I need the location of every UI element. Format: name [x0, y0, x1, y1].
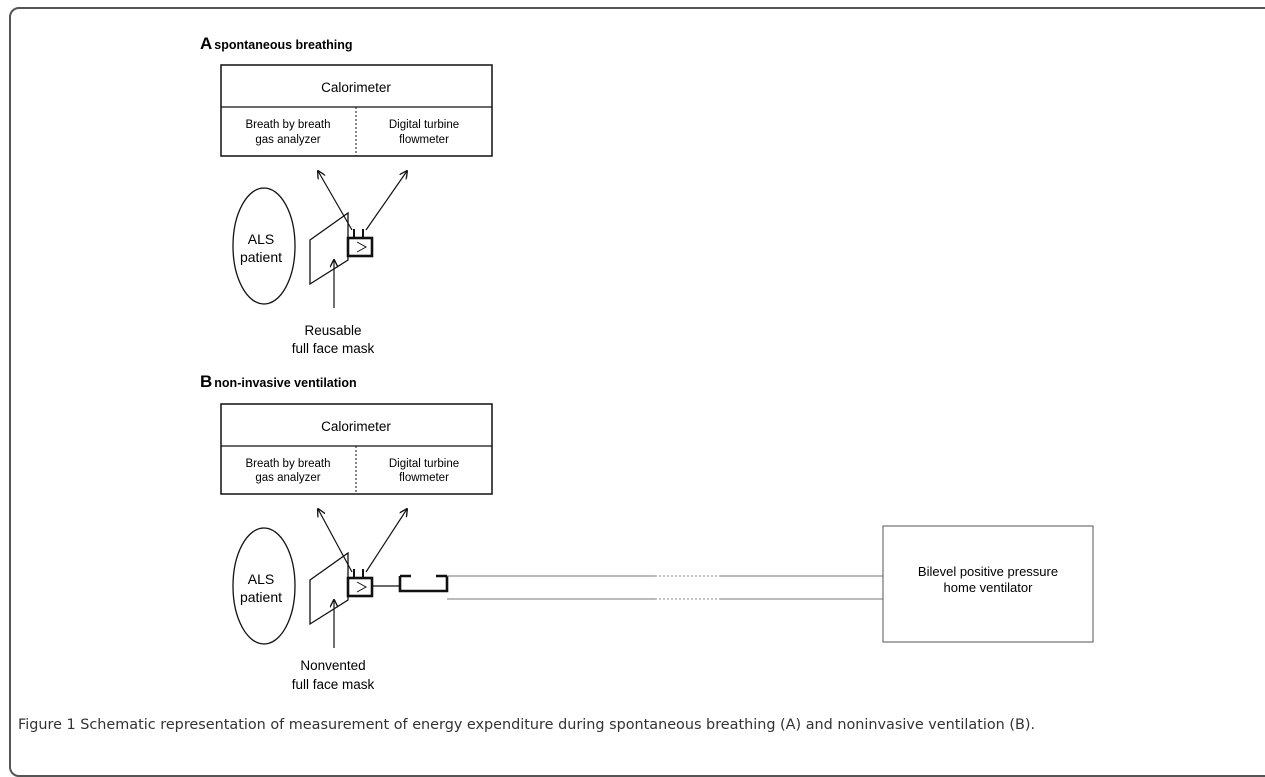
panel-a-flowmeter-line2: flowmeter — [399, 134, 449, 146]
panel-b-mask-line1: Nonvented — [300, 658, 365, 673]
panel-b-mask-shape — [309, 551, 349, 626]
figure-caption: Figure 1 Schematic representation of mea… — [18, 717, 1036, 733]
panel-b-patient: ALS patient — [232, 527, 296, 645]
panel-a-flowmeter-line1: Digital turbine — [389, 119, 459, 131]
panel-a-mask-shape — [309, 211, 349, 286]
panel-b-flow-sensor — [346, 569, 374, 598]
panel-a-calorimeter-title: Calorimeter — [321, 80, 391, 95]
panel-a-mask-line1: Reusable — [304, 323, 361, 338]
panel-b-letter: B — [200, 372, 212, 391]
panel-b-flowmeter-line2: flowmeter — [399, 472, 449, 484]
panel-a-calorimeter-box: Calorimeter Breath by breath gas analyze… — [220, 64, 493, 157]
panel-a-gas-analyzer-line1: Breath by breath — [245, 119, 330, 131]
panel-b-title: non-invasive ventilation — [214, 376, 356, 390]
panel-a-patient: ALS patient — [232, 187, 296, 305]
panel-a-letter: A — [200, 34, 212, 53]
panel-a-patient-line1: ALS — [248, 231, 274, 247]
panel-b-ventilator-circuit — [447, 575, 883, 600]
panel-b-patient-line1: ALS — [248, 571, 274, 587]
panel-a-title: spontaneous breathing — [214, 38, 352, 52]
panel-b-gas-analyzer-line1: Breath by breath — [245, 458, 330, 470]
panel-b-arrow-to-flowmeter — [365, 509, 407, 573]
panel-b-ventilator-line1: Bilevel positive pressure — [918, 564, 1058, 579]
panel-b-arrow-to-analyzer — [318, 509, 353, 573]
panel-b-calorimeter-box: Calorimeter Breath by breath gas analyze… — [220, 403, 493, 495]
panel-b-flowmeter-line1: Digital turbine — [389, 458, 459, 470]
panel-a-arrow-to-flowmeter — [365, 171, 407, 231]
panel-a-arrow-to-analyzer — [318, 171, 353, 231]
panel-a-mask-line2: full face mask — [292, 341, 375, 356]
panel-a-gas-analyzer-line2: gas analyzer — [255, 134, 320, 146]
panel-b-mask-line2: full face mask — [292, 677, 375, 692]
panel-b-ventilator-box: Bilevel positive pressure home ventilato… — [882, 525, 1094, 643]
panel-b-gas-analyzer-line2: gas analyzer — [255, 472, 320, 484]
panel-a-flow-sensor — [346, 229, 374, 258]
panel-b-patient-line2: patient — [240, 589, 282, 605]
panel-a-patient-line2: patient — [240, 249, 282, 265]
panel-b-calorimeter-title: Calorimeter — [321, 419, 391, 434]
panel-b-exhalation-port — [398, 574, 449, 593]
panel-b-ventilator-line2: home ventilator — [944, 580, 1034, 595]
